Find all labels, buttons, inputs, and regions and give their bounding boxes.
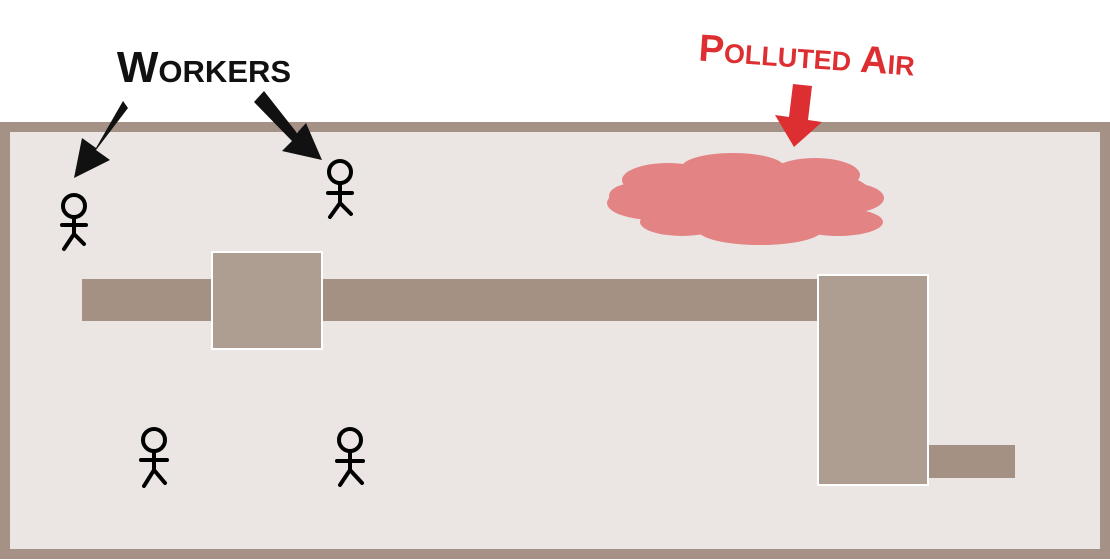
workers-label: Workers <box>117 43 291 92</box>
filter-box <box>211 251 323 350</box>
arrow-icon <box>775 84 822 147</box>
arrow-icon <box>254 91 322 160</box>
pollution-cloud-icon <box>607 153 884 245</box>
polluted-air-label: Polluted Air <box>697 28 916 85</box>
duct-outlet-segment <box>926 445 1015 478</box>
duct-main-segment <box>321 279 821 321</box>
room <box>0 122 1110 559</box>
duct-left-segment <box>82 279 214 321</box>
arrow-icon <box>74 101 128 178</box>
stick-figure-icon <box>60 159 365 488</box>
fan-unit-box <box>817 274 929 486</box>
